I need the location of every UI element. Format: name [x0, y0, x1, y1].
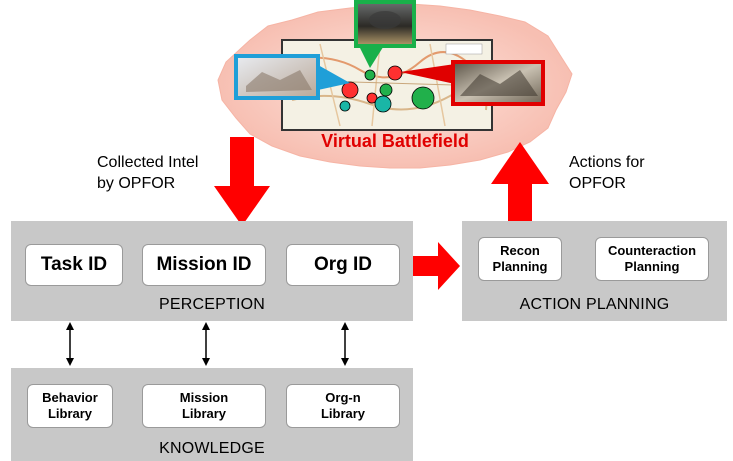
counteraction-planning-box: Counteraction Planning [595, 237, 709, 281]
perception-label: PERCEPTION [158, 296, 265, 313]
photo-callout-right [400, 60, 545, 106]
behavior-library-box: Behavior Library [27, 384, 113, 428]
planning-arrow-right [413, 242, 460, 290]
photo-callout-top [354, 0, 416, 68]
task-id-box: Task ID [25, 244, 123, 286]
intel-arrow-label: Collected Intel by OPFOR [97, 154, 199, 192]
org-id-box: Org ID [286, 244, 400, 286]
knowledge-link-arrows [66, 322, 349, 366]
intel-arrow-down [214, 137, 270, 226]
knowledge-label: KNOWLEDGE [159, 440, 265, 457]
actions-arrow-up [491, 142, 549, 223]
actions-arrow-label: Actions for OPFOR [569, 154, 645, 192]
mission-library-box: Mission Library [142, 384, 266, 428]
recon-planning-box: Recon Planning [478, 237, 562, 281]
action-planning-panel: Recon Planning Counteraction Planning AC… [462, 221, 727, 321]
knowledge-panel: Behavior Library Mission Library Org-n L… [11, 368, 413, 461]
action-planning-label: ACTION PLANNING [519, 296, 670, 313]
org-n-library-box: Org-n Library [286, 384, 400, 428]
perception-panel: Task ID Mission ID Org ID PERCEPTION [11, 221, 413, 321]
photo-callout-left [234, 54, 350, 100]
battlefield-title: Virtual Battlefield [321, 131, 469, 151]
mission-id-box: Mission ID [142, 244, 266, 286]
